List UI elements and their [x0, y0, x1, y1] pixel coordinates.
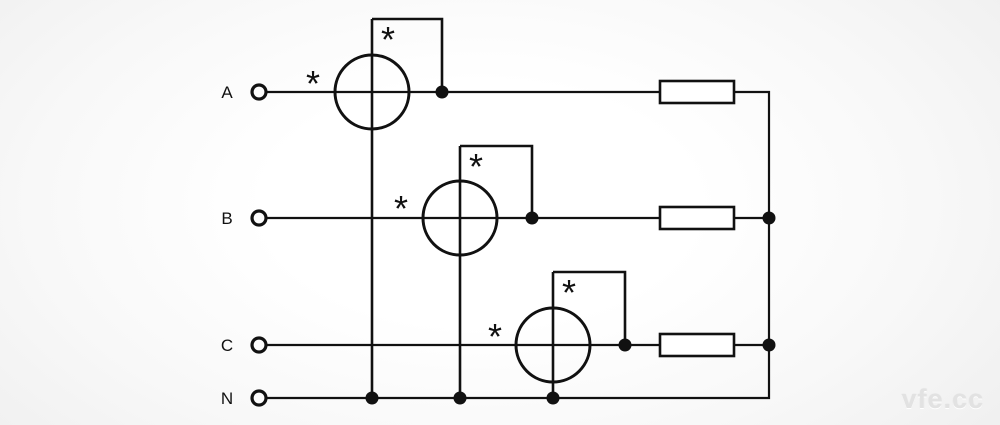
- wattmeter-b-voltage-polarity-mark: *: [469, 146, 483, 187]
- phase-a-terminal: [250, 83, 268, 101]
- junction-dot-b-voltage-tap: [525, 211, 539, 225]
- neutral-label: N: [221, 389, 233, 408]
- junction-dot-c-bus: [762, 338, 776, 352]
- junction-dot-b-bus: [762, 211, 776, 225]
- phase-c-label: C: [221, 336, 233, 355]
- wattmeter-a-voltage-loop: [372, 17, 444, 92]
- junction-dot-c-voltage-tap: [618, 338, 632, 352]
- junction-dot-a-voltage-tap: [435, 85, 449, 99]
- labels: A B C N * * * * * *: [221, 19, 576, 408]
- wattmeter-a-current-polarity-mark: *: [306, 63, 320, 104]
- phase-b-terminal: [250, 209, 268, 227]
- phase-c-resistor: [658, 332, 736, 358]
- wattmeter-b-symbol: [421, 179, 499, 257]
- phase-a-resistor: [658, 79, 736, 105]
- phase-c-terminal: [250, 336, 268, 354]
- junction-dot-c-neutral: [546, 391, 560, 405]
- watermark: vfe.cc: [901, 384, 984, 414]
- phase-b-label: B: [221, 209, 232, 228]
- wattmeter-a-symbol: [333, 53, 411, 131]
- junction-dots: [365, 85, 776, 405]
- junction-dot-a-neutral: [365, 391, 379, 405]
- junction-dot-b-neutral: [453, 391, 467, 405]
- wattmeter-b-voltage-loop: [460, 144, 534, 218]
- phase-b-resistor: [658, 205, 736, 231]
- circuit-lines: [250, 17, 771, 407]
- wattmeter-c-symbol: [514, 306, 592, 384]
- neutral-wire-and-right-bus: [267, 90, 771, 400]
- phase-a-label: A: [221, 83, 233, 102]
- neutral-terminal: [250, 389, 268, 407]
- wattmeter-a-voltage-polarity-mark: *: [381, 19, 395, 60]
- wattmeter-b-current-polarity-mark: *: [394, 188, 408, 229]
- wattmeter-c-voltage-polarity-mark: *: [562, 272, 576, 313]
- wattmeter-c-voltage-loop: [553, 270, 627, 345]
- wattmeter-c-current-polarity-mark: *: [488, 316, 502, 357]
